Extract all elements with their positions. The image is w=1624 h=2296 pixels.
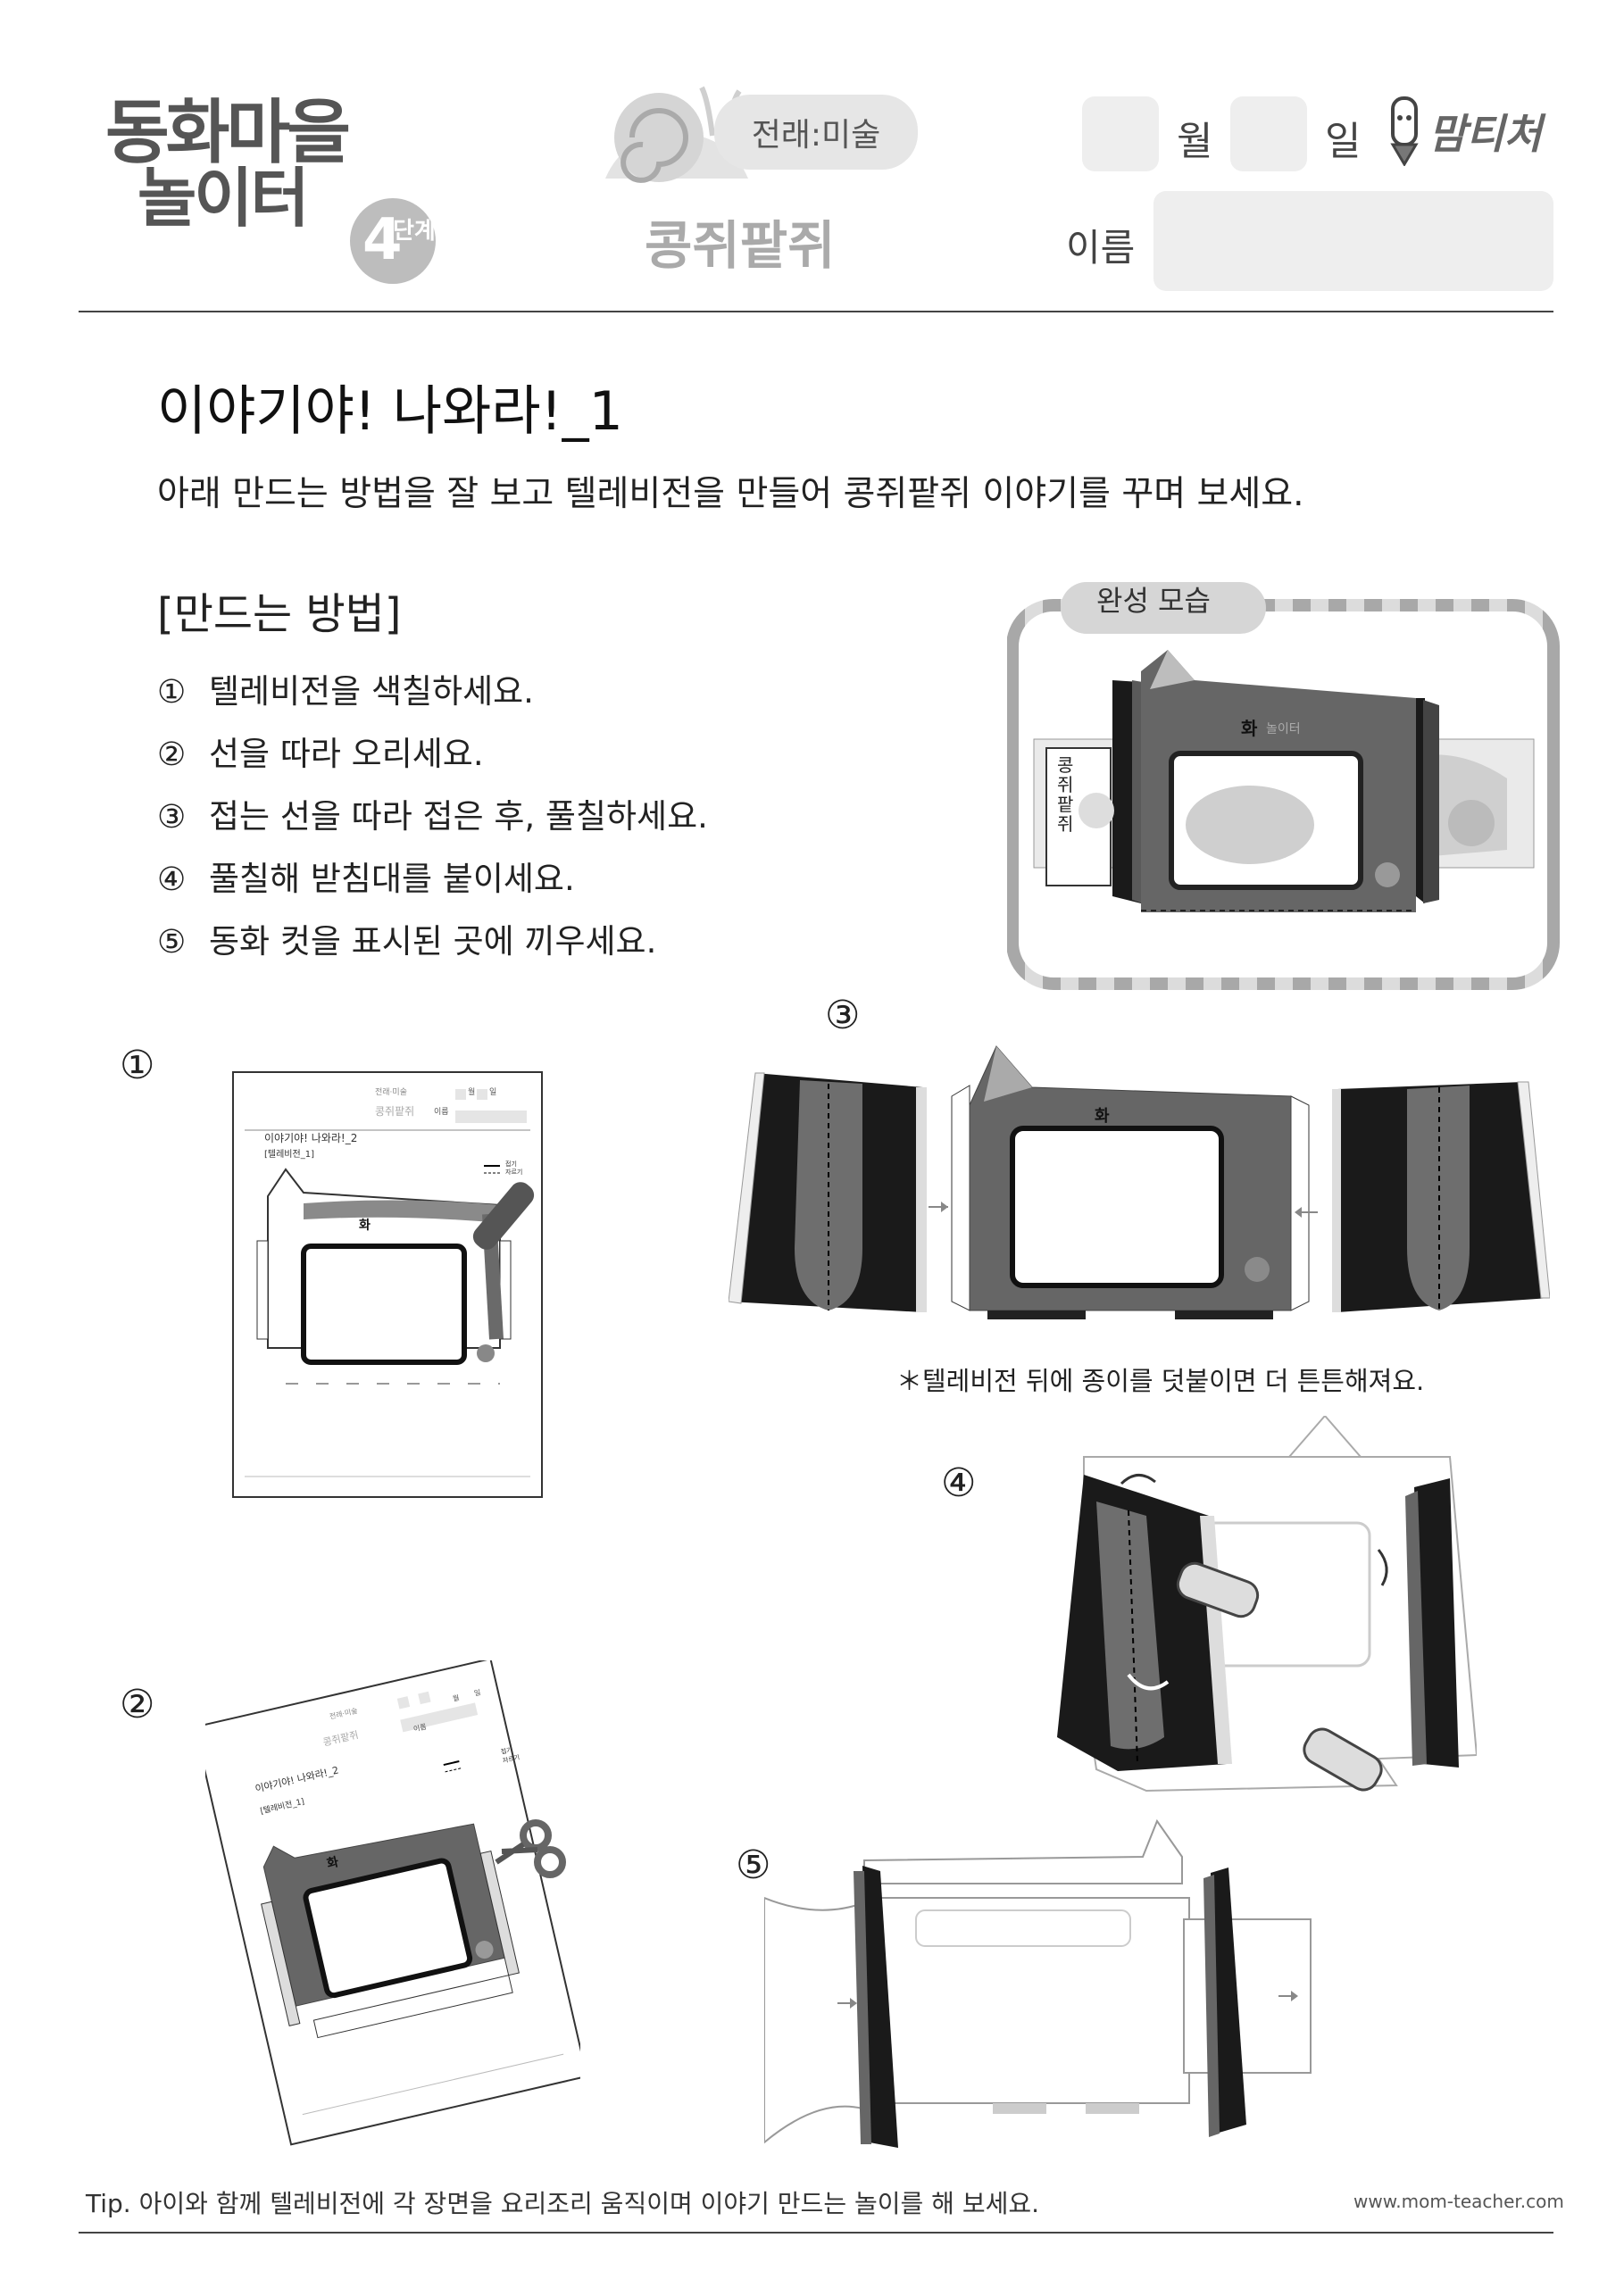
brand-name: 맘티처 [1428,110,1542,158]
figure-2-cutting [205,1660,580,2146]
story-title: 콩쥐팥쥐 [645,215,836,276]
story-strip-left [764,1896,863,2144]
step-3: ③ 접는 선을 따라 접은 후, 풀칠하세요. [157,789,708,837]
step-4: ④ 풀칠해 받침대를 붙이세요. [157,852,575,900]
right-panel [1332,1081,1550,1312]
level-unit: 단계 [393,218,436,245]
tv-net [951,1045,1310,1319]
finished-tv-brand: 놀이터 [1266,722,1301,736]
footer-divider [79,2232,1553,2234]
logo-line2: 놀이터 [137,161,310,236]
mini-1-tv-logo: 화 [359,1219,371,1233]
step-number: ③ [157,799,187,836]
finished-tv-logo: 화 [1241,718,1258,739]
instruction-text: 아래 만드는 방법을 잘 보고 텔레비전을 만들어 콩쥐팥쥐 이야기를 꾸며 보… [157,474,1304,514]
footer-url: www.mom-teacher.com [1353,2191,1564,2212]
name-label: 이름 [1066,226,1136,270]
figure-4-number: ④ [941,1460,977,1506]
step-text: 텔레비전을 색칠하세요. [209,672,534,711]
step-text: 접는 선을 따라 접은 후, 풀칠하세요. [209,797,708,836]
glue-stick-icon [1176,1561,1383,1792]
step-2: ② 선을 따라 오리세요. [157,727,484,775]
logo-line1: 동화마을 [105,93,351,173]
name-field[interactable] [1153,191,1553,291]
step-5: ⑤ 동화 컷을 표시된 곳에 끼우세요. [157,914,656,962]
mini-1-story: 콩쥐팥쥐 [375,1105,415,1118]
step-number: ① [157,674,187,711]
category-label: 전래:미술 [751,117,881,154]
left-panel [729,1072,927,1312]
figure-1-coloring [232,1071,543,1498]
mini-1-category: 전래·미술 [375,1088,407,1097]
tv-back [863,1818,1183,1884]
mini-1-month: 월 [468,1088,476,1097]
footer-tip: Tip. 아이와 함께 텔레비전에 각 장면을 요리조리 움직이며 이야기 만드… [86,2189,1040,2218]
month-label: 월 [1177,119,1213,164]
mini-1-cut: 자르기 [505,1169,523,1176]
figure-5-number: ⑤ [736,1843,771,1888]
step-text: 선을 따라 오리세요. [209,735,484,773]
figure-3-tv-logo: 화 [1095,1107,1110,1126]
mini-1-title: 이야기야! 나와라!_2 [264,1132,358,1144]
step-text: 풀칠해 받침대를 붙이세요. [209,860,575,898]
step-1: ① 텔레비전을 색칠하세요. [157,664,534,712]
level-badge: 4 단계 [350,198,436,284]
snail-icon [605,86,748,183]
category-pill: 전래:미술 [714,95,918,170]
preview-label-pill [1061,582,1266,634]
page-title: 이야기야! 나와라!_1 [157,380,623,443]
scissors-icon [495,1819,566,1878]
figure-2-number: ② [120,1682,155,1727]
reinforce-note: ＊텔레비전 뒤에 종이를 덧붙이면 더 튼튼해져요. [896,1366,1425,1396]
step-number: ② [157,736,187,773]
day-label: 일 [1325,119,1362,164]
level-number: 4 [362,207,403,273]
day-field[interactable] [1230,96,1307,171]
logo: 동화마을 놀이터 [105,93,351,236]
figure-5-insert [764,1818,1312,2148]
method-heading: [만드는 방법] [157,589,402,639]
mini-1-day: 일 [489,1088,497,1097]
figure-3-folding [729,1045,1550,1319]
finished-label: 완성 모습 [1096,584,1211,618]
step-number: ⑤ [157,924,187,961]
step-number: ④ [157,861,187,898]
figure-3-number: ③ [825,993,861,1038]
header-divider [79,311,1553,312]
figure-1-number: ① [120,1043,155,1088]
figure-4-stand [1057,1416,1477,1793]
mini-1-subtitle: [텔레비전_1] [264,1150,314,1160]
step-text: 동화 컷을 표시된 곳에 끼우세요. [209,922,657,961]
mini-1-name: 이름 [434,1108,449,1117]
finished-story-vertical: 콩쥐팥쥐 [1057,754,1074,835]
mini-1-fold: 접기 [505,1160,517,1168]
month-field[interactable] [1082,96,1159,171]
pencil-mascot-icon [1390,96,1419,166]
finished-preview [1007,582,1560,990]
